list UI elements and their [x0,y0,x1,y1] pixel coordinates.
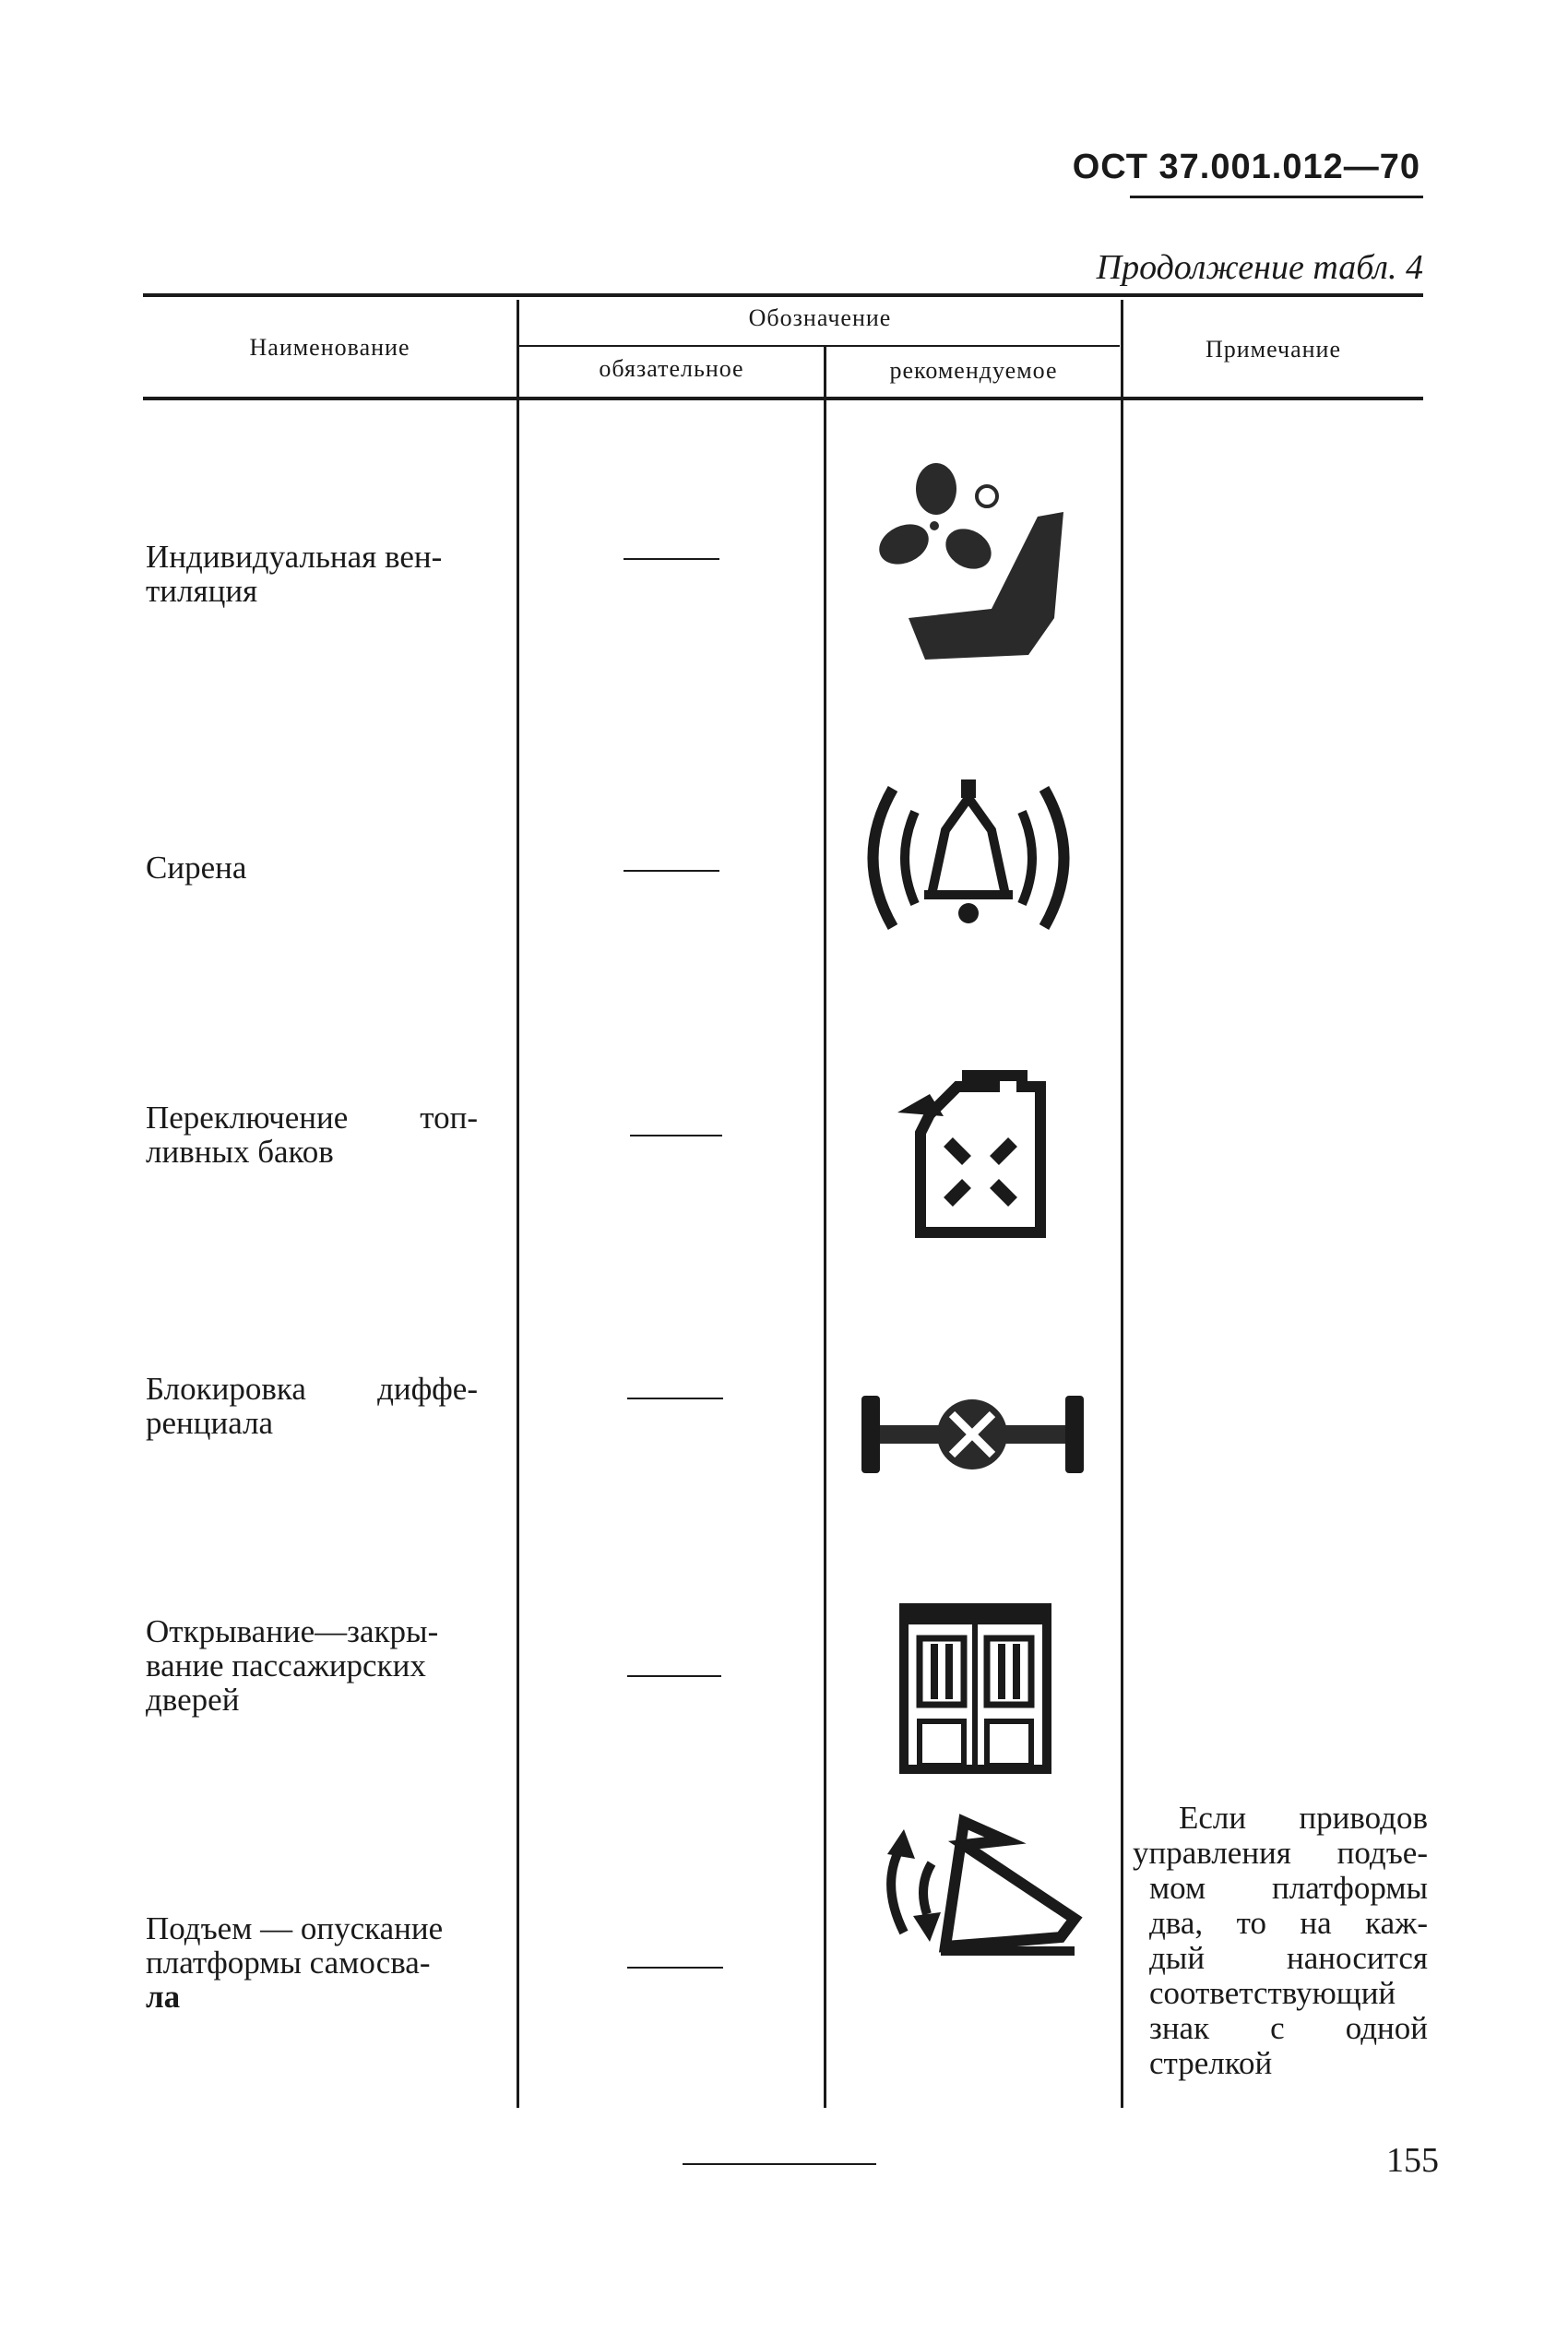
name-line: Блокировка диффе- [146,1371,478,1407]
table-continuation-label: Продолжение табл. 4 [1096,248,1423,287]
document-code-underline [1130,196,1423,198]
seat-fan-icon [879,463,1063,660]
footer-rule [683,2163,876,2165]
name-line: Подъем — опускание [146,1910,444,1946]
table-row-name: Сирена [146,851,478,885]
note-line: Если приводов [1179,1800,1428,1836]
name-line: Сирена [146,850,247,886]
designation-subheader-rule [518,345,1120,347]
column-separator-2 [824,347,826,2108]
table-row-name: Блокировка диффе- ренциала [146,1372,478,1440]
name-line: ла [146,1979,181,2015]
note-line: знак с одной [1149,2010,1428,2046]
name-line: дверей [146,1682,240,1718]
mandatory-dash [627,1398,723,1399]
table-row-name: Открывание—закры- вание пассажирских две… [146,1614,478,1717]
column-separator-3 [1121,300,1123,2108]
table-row-name: Переключение топ- ливных баков [146,1101,478,1169]
name-line: ренциала [146,1405,274,1441]
document-code: ОСТ 37.001.012—70 [1072,148,1420,186]
name-line: Открывание—закры- [146,1613,439,1649]
table-row-note: Если приводов управления подъе- мом плат… [1133,1801,1428,2081]
table-top-rule [143,293,1423,297]
column-separator-1 [517,300,519,2108]
dump-platform-icon [886,1814,1083,1956]
table-row-name: Подъем — опускание платформы самосва- ла [146,1911,478,2014]
note-line: два, то на каж- [1149,1905,1428,1941]
note-line: стрелкой [1149,2045,1273,2081]
mandatory-dash [627,1967,723,1969]
table-header-bottom-rule [143,397,1423,400]
mandatory-dash [624,870,719,872]
mandatory-dash [630,1135,722,1136]
siren-bell-icon [867,779,1070,930]
page-number: 155 [1386,2141,1439,2180]
column-header-recommended: рекомендуемое [889,357,1058,384]
name-line: вание пассажирских [146,1648,426,1684]
column-header-mandatory: обязательное [599,355,744,382]
name-line: тиляция [146,573,258,609]
fuel-canister-icon [897,1070,1046,1238]
column-header-designation: Обозначение [748,304,892,331]
note-line: соответствующий [1149,1975,1396,2011]
mandatory-dash [627,1675,721,1677]
note-line: мом платформы [1149,1870,1428,1906]
passenger-doors-icon [899,1603,1051,1774]
note-line: управления подъе- [1133,1835,1428,1871]
mandatory-dash [624,558,719,560]
name-line: ливных баков [146,1134,334,1170]
differential-lock-icon [861,1396,1084,1473]
table-row-name: Индивидуальная вен- тиляция [146,540,478,608]
column-header-note: Примечание [1205,336,1342,363]
column-header-name: Наименование [249,334,410,361]
name-line: Переключение топ- [146,1100,478,1136]
name-line: Индивидуальная вен- [146,539,443,575]
name-line: платформы самосва- [146,1945,431,1981]
note-line: дый наносится [1149,1940,1428,1976]
